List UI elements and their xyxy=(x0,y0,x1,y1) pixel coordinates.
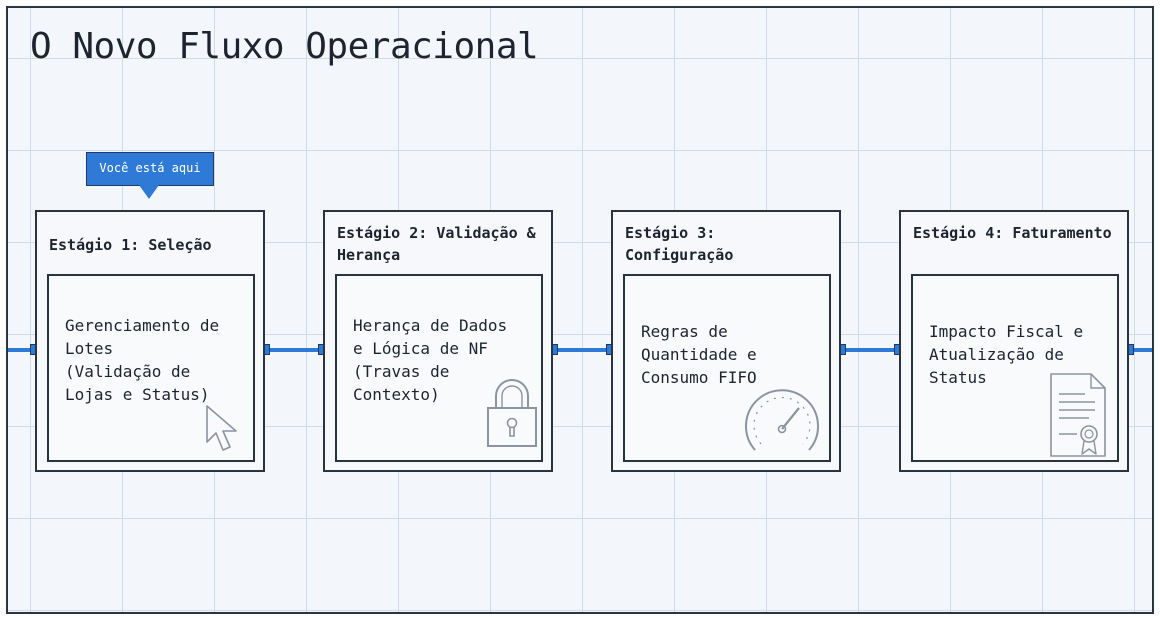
certificate-icon xyxy=(1050,373,1106,457)
stage-4-title: Estágio 4: Faturamento xyxy=(913,224,1112,242)
stage-2-description: Herança de Dados e Lógica de NF (Travas … xyxy=(353,316,508,404)
stage-4-detail-box: Impacto Fiscal e Atualização de Status xyxy=(911,274,1119,462)
stage-1-card: Estágio 1: Seleção Gerenciamento de Lote… xyxy=(35,210,265,472)
current-stage-marker: Você está aqui xyxy=(86,152,214,186)
stage-3-card: Estágio 3: Configuração Regras de Quanti… xyxy=(611,210,841,472)
cursor-icon xyxy=(206,405,237,451)
diagram-canvas: O Novo Fluxo Operacional Você está aqui … xyxy=(6,6,1154,614)
stage-1-detail-box: Gerenciamento de Lotes (Validação de Loj… xyxy=(47,274,255,462)
stage-3-title: Estágio 3: Configuração xyxy=(625,224,734,264)
stage-4-card: Estágio 4: Faturamento Impacto Fiscal e … xyxy=(899,210,1129,472)
stage-3-detail-box: Regras de Quantidade e Consumo FIFO xyxy=(623,274,831,462)
stage-2-title: Estágio 2: Validação & Herança xyxy=(337,224,536,264)
flow-connector-end xyxy=(1127,348,1152,352)
stage-2-detail-box: Herança de Dados e Lógica de NF (Travas … xyxy=(335,274,543,462)
flow-connector-1-2 xyxy=(263,348,324,352)
flow-connector-2-3 xyxy=(551,348,612,352)
stage-1-description: Gerenciamento de Lotes (Validação de Loj… xyxy=(65,316,220,404)
flow-connector-start xyxy=(8,348,34,352)
gauge-icon xyxy=(745,389,819,451)
stage-1-title: Estágio 1: Seleção xyxy=(49,236,212,254)
padlock-icon xyxy=(487,379,537,447)
stage-2-card: Estágio 2: Validação & Herança Herança d… xyxy=(323,210,553,472)
diagram-title: O Novo Fluxo Operacional xyxy=(30,26,539,67)
stage-3-description: Regras de Quantidade e Consumo FIFO xyxy=(641,322,757,387)
stage-4-description: Impacto Fiscal e Atualização de Status xyxy=(929,322,1084,387)
flow-connector-3-4 xyxy=(839,348,900,352)
current-stage-marker-pointer xyxy=(139,185,159,199)
